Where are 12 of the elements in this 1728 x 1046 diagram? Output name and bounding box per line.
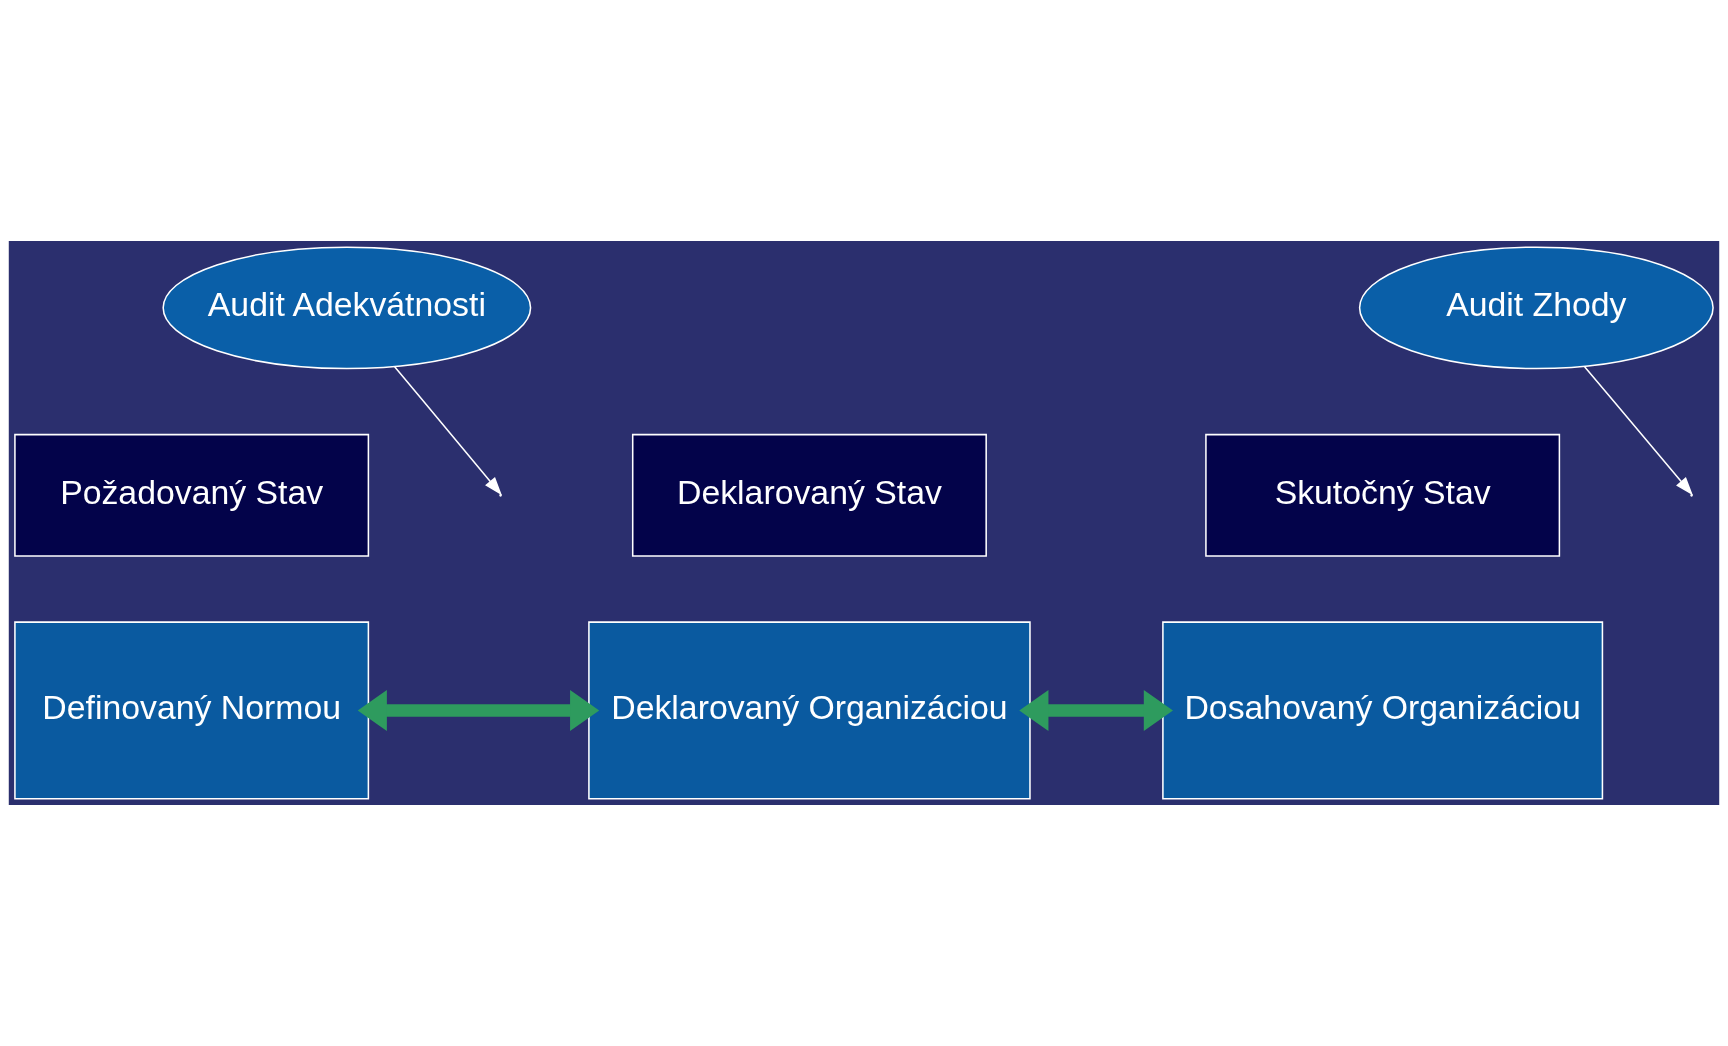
arrow [393, 365, 502, 496]
node-box: Dosahovaný Organizáciou [1162, 621, 1604, 800]
node-box: Definovaný Normou [14, 621, 370, 800]
node-ellipse: Audit Adekvátnosti [162, 246, 532, 370]
node-ellipse: Audit Zhody [1358, 246, 1714, 370]
node-box: Deklarovaný Organizáciou [588, 621, 1031, 800]
node-box: Skutočný Stav [1205, 433, 1561, 557]
arrow [1583, 365, 1693, 496]
arrow [1019, 690, 1173, 731]
node-box: Požadovaný Stav [14, 433, 370, 557]
arrow [357, 690, 600, 731]
node-box: Deklarovaný Stav [631, 433, 987, 557]
